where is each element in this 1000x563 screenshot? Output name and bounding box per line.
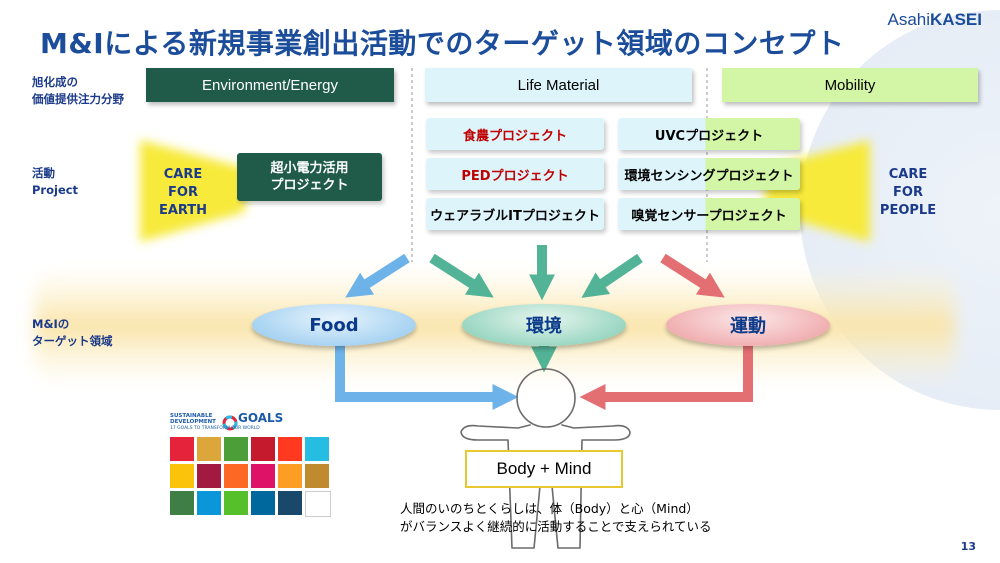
sdg-goal-tile <box>251 437 275 461</box>
target-exercise: 運動 <box>666 304 830 346</box>
sdg-goal-tile <box>170 491 194 515</box>
project-wearable-it: ウェアラブルITプロジェクト <box>426 198 604 230</box>
sdg-goal-tile <box>224 437 248 461</box>
project-food-agri: 食農プロジェクト <box>426 118 604 150</box>
project-smell-sensor: 嗅覚センサープロジェクト <box>618 198 800 230</box>
page-number: 13 <box>960 540 976 553</box>
sdg-goal-tile <box>251 464 275 488</box>
sdg-goal-tile <box>278 464 302 488</box>
sdg-goal-tile <box>251 491 275 515</box>
sdg-goal-tile <box>197 491 221 515</box>
arrow-to-env-left <box>429 253 494 298</box>
sdg-goal-tile <box>305 464 329 488</box>
row-label-fields: 旭化成の価値提供注力分野 <box>32 75 124 106</box>
category-environment-energy: Environment/Energy <box>146 68 394 102</box>
sdg-goal-tile <box>224 464 248 488</box>
arrow-exercise-to-person <box>579 345 753 410</box>
body-mind-label: Body + Mind <box>465 450 623 488</box>
sdg-goal-tile <box>305 437 329 461</box>
page-title: M&Iによる新規事業創出活動でのターゲット領域のコンセプト <box>40 27 845 60</box>
category-life-material: Life Material <box>425 68 692 102</box>
target-food: Food <box>252 304 416 346</box>
arrow-to-exercise <box>660 253 725 298</box>
sdg-logo-tile <box>305 491 331 517</box>
sdg-goal-tile <box>170 464 194 488</box>
arrow-to-food <box>345 253 410 298</box>
sdg-goal-tile <box>197 464 221 488</box>
category-mobility: Mobility <box>722 68 978 102</box>
project-ped: PEDプロジェクト <box>426 158 604 190</box>
project-env-sensing: 環境センシングプロジェクト <box>618 158 800 190</box>
target-environment: 環境 <box>462 304 626 346</box>
arrow-food-to-person <box>335 345 519 410</box>
sdg-wheel-icon <box>222 415 238 431</box>
sdg-goal-tile <box>224 491 248 515</box>
row-label-targets: M&Iのターゲット領域 <box>32 317 113 348</box>
sdg-goal-tile <box>170 437 194 461</box>
caption-text: 人間のいのちとくらしは、体（Body）と心（Mind） がバランスよく継続的に活… <box>400 501 712 534</box>
sdg-goal-tile <box>197 437 221 461</box>
sdg-goal-tile <box>278 437 302 461</box>
sdg-goal-tile <box>278 491 302 515</box>
company-logo: AsahiKASEI <box>887 10 983 29</box>
project-uvc: UVCプロジェクト <box>618 118 800 150</box>
sdg-goal-grid <box>170 437 338 521</box>
project-low-power: 超小電力活用プロジェクト <box>237 153 382 201</box>
arrow-to-env-right <box>581 253 643 298</box>
